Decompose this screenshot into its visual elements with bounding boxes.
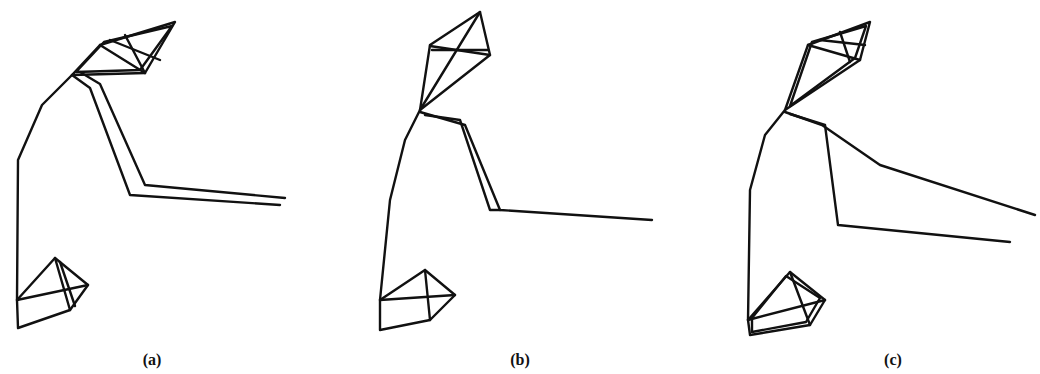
head-diagonal: [125, 35, 145, 73]
skeleton-b: [380, 12, 652, 330]
pelvis-diagonal: [380, 295, 455, 300]
pelvis-diagonal: [748, 300, 825, 320]
pelvis-outline: [380, 270, 455, 330]
head-diagonal: [808, 45, 860, 60]
spine-line: [748, 110, 785, 320]
arm-line: [425, 115, 500, 210]
panel-label: (c): [884, 352, 902, 368]
panel-label: (a): [143, 352, 162, 368]
head-diagonal: [420, 12, 480, 110]
head-diagonal: [840, 32, 850, 62]
head-outline: [785, 22, 870, 110]
head-diagonal: [432, 49, 488, 51]
pelvis-diagonal: [60, 262, 75, 306]
panel-label: (b): [510, 352, 530, 368]
arm-line: [785, 112, 1035, 215]
pelvis-diagonal: [17, 285, 88, 300]
skeleton-a: [17, 22, 285, 328]
pelvis-diagonal: [790, 272, 810, 325]
head-outline: [72, 22, 175, 75]
arm-line: [80, 72, 285, 198]
arm-line: [420, 112, 652, 220]
spine-line: [380, 110, 420, 300]
pelvis-diagonal: [425, 270, 430, 320]
skeleton-c: [748, 22, 1035, 335]
head-diagonal: [110, 40, 160, 60]
arm-line: [72, 75, 280, 205]
pelvis-outline: [748, 272, 825, 335]
head-outline: [76, 26, 172, 72]
arm-line: [790, 114, 1010, 242]
head-diagonal: [430, 46, 490, 55]
pelvis-outline: [17, 258, 88, 328]
head-outline: [790, 26, 866, 106]
head-outline: [420, 12, 490, 110]
